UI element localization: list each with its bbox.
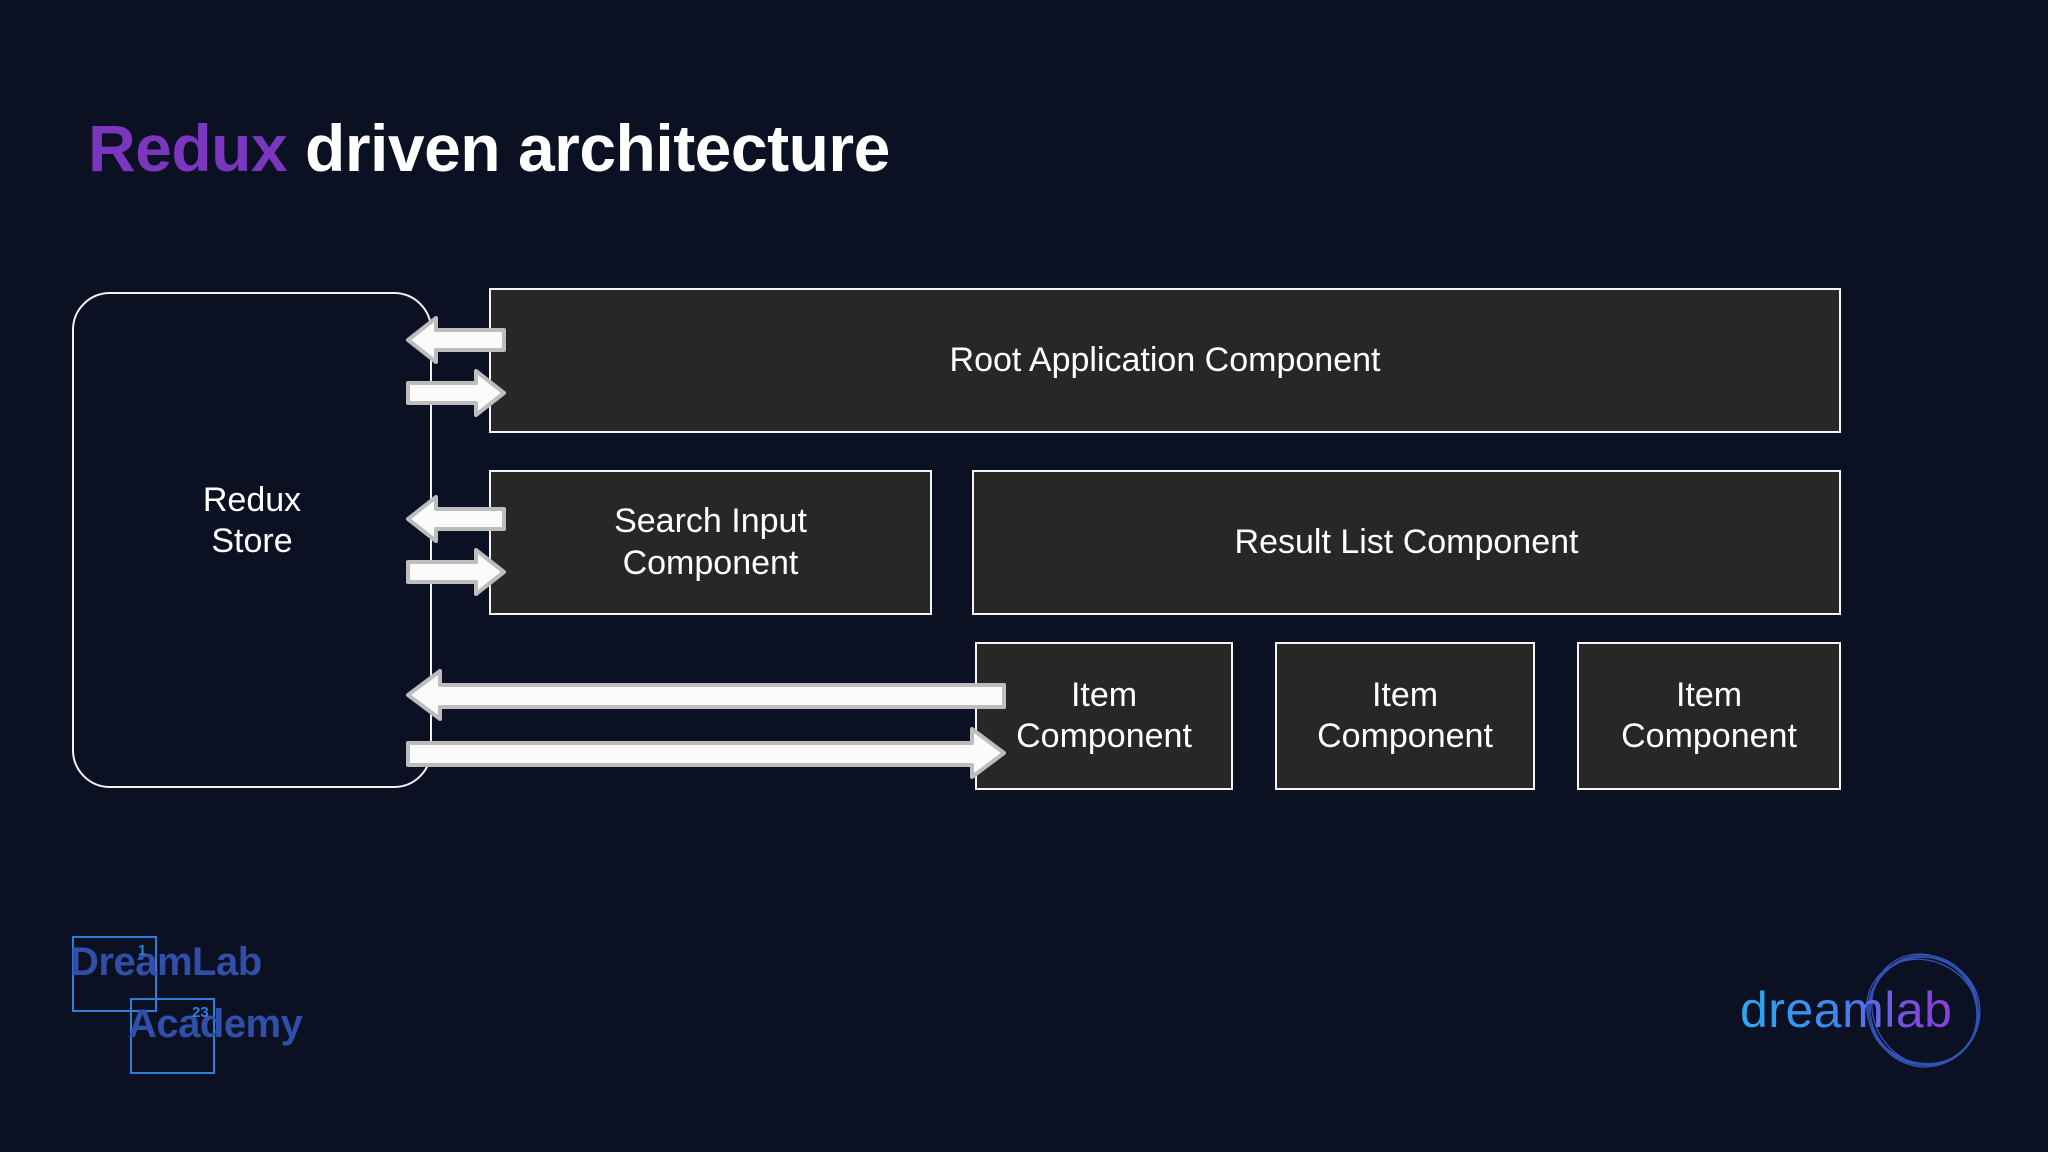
component-label: Item Component bbox=[1016, 675, 1192, 755]
component-box-result-list[interactable]: Result List Component bbox=[972, 470, 1841, 615]
redux-store-box bbox=[72, 292, 432, 788]
component-label: Search Input Component bbox=[614, 502, 807, 582]
arrow-right-store-to-search bbox=[406, 548, 506, 596]
academy-element-box-2 bbox=[130, 998, 215, 1074]
component-box-item-1[interactable]: Item Component bbox=[975, 642, 1233, 790]
component-box-item-2[interactable]: Item Component bbox=[1275, 642, 1535, 790]
academy-element-box-1 bbox=[72, 936, 157, 1012]
title-accent-word: Redux bbox=[88, 111, 288, 185]
academy-wordmark-line1: DreamLab bbox=[70, 940, 262, 984]
arrow-left-item-to-store bbox=[406, 669, 1006, 721]
dreamlab-academy-logo: DreamLab Academy 1 23 bbox=[70, 936, 370, 1080]
component-box-item-3[interactable]: Item Component bbox=[1577, 642, 1841, 790]
academy-superscript-23: 23 bbox=[192, 1004, 209, 1021]
arrow-right-store-to-root bbox=[406, 369, 506, 417]
dreamlab-wordmark: dreamlab bbox=[1740, 982, 1953, 1038]
title-rest: driven architecture bbox=[287, 111, 890, 185]
academy-superscript-1: 1 bbox=[138, 942, 147, 959]
component-label: Item Component bbox=[1317, 675, 1493, 755]
page-title: Redux driven architecture bbox=[88, 112, 890, 185]
component-label: Result List Component bbox=[1234, 522, 1579, 561]
arrow-right-store-to-item bbox=[406, 727, 1006, 779]
academy-wordmark-line2: Academy bbox=[128, 1002, 303, 1046]
component-label: Item Component bbox=[1621, 675, 1797, 755]
component-box-search-input[interactable]: Search Input Component bbox=[489, 470, 932, 615]
dreamlab-logo: dreamlab bbox=[1740, 953, 1981, 1068]
redux-store-label: Redux Store bbox=[202, 481, 302, 561]
dreamlab-ring-icon bbox=[1866, 953, 1981, 1068]
component-box-root-application[interactable]: Root Application Component bbox=[489, 288, 1841, 433]
arrow-left-search-to-store bbox=[406, 495, 506, 543]
component-label: Root Application Component bbox=[949, 340, 1381, 379]
arrow-left-root-to-store bbox=[406, 316, 506, 364]
